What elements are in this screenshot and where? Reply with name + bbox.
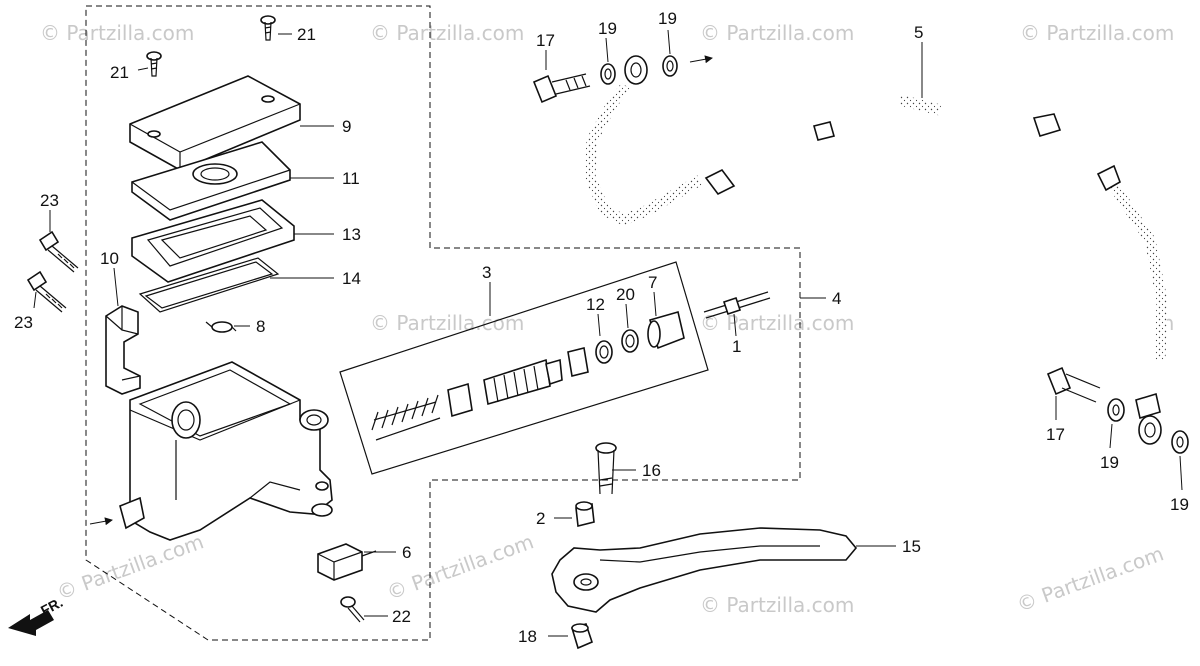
watermark: © Partzilla.com (370, 311, 524, 335)
callout-11: 11 (342, 169, 360, 188)
callout-labels: 21 21 9 11 13 14 8 10 23 23 3 12 20 7 4 … (14, 9, 1189, 646)
diaphragm (131, 199, 295, 283)
callout-17: 17 (1046, 425, 1065, 444)
callout-19: 19 (1100, 453, 1119, 472)
piston-set-frame (339, 261, 709, 475)
callout-1: 1 (732, 337, 741, 356)
piston-cup (447, 382, 473, 418)
sealing-washer (1107, 398, 1125, 422)
callout-22: 22 (392, 607, 411, 626)
diaphragm-plate (131, 141, 291, 221)
sealing-washer-hole (1112, 404, 1120, 416)
callout-7: 7 (648, 273, 657, 292)
piston (483, 358, 563, 406)
screw-21-top (260, 15, 276, 41)
master-cylinder-body (119, 361, 333, 541)
push-rod (703, 291, 771, 319)
watermark: © Partzilla.com (1014, 541, 1167, 616)
callout-5: 5 (914, 23, 923, 42)
callout-23: 23 (14, 313, 33, 332)
watermark: © Partzilla.com (384, 529, 537, 604)
callout-20: 20 (616, 285, 635, 304)
clutch-lever (551, 527, 858, 613)
callout-8: 8 (256, 317, 265, 336)
callout-9: 9 (342, 117, 351, 136)
sealing-washer (1171, 430, 1189, 454)
sealing-washer-hole (604, 68, 612, 80)
sealing-washer (662, 55, 678, 77)
flow-arrow (689, 55, 713, 64)
clutch-switch (317, 543, 377, 581)
screw-22 (340, 596, 365, 623)
watermark: © Partzilla.com (370, 21, 524, 45)
callout-19: 19 (1170, 495, 1189, 514)
callout-21: 21 (297, 25, 316, 44)
callout-16: 16 (642, 461, 661, 480)
sealing-washer (600, 63, 616, 85)
watermark: © Partzilla.com (700, 21, 854, 45)
callout-19: 19 (598, 19, 617, 38)
callout-14: 14 (342, 269, 361, 288)
collar (575, 501, 595, 527)
callout-4: 4 (832, 289, 841, 308)
callout-6: 6 (402, 543, 411, 562)
sealing-washer-hole (1176, 436, 1184, 448)
callout-18: 18 (518, 627, 537, 646)
watermark: © Partzilla.com (40, 21, 194, 45)
front-indicator: FR. (8, 594, 65, 636)
banjo-fitting-upper (624, 55, 648, 85)
banjo-fitting-lower (1138, 415, 1162, 445)
watermark: © Partzilla.com (700, 593, 854, 617)
callout-12: 12 (586, 295, 605, 314)
callout-23: 23 (40, 191, 59, 210)
nut (571, 623, 593, 650)
clip (205, 321, 237, 333)
washer-set (567, 329, 639, 377)
gasket-plate (138, 257, 280, 313)
watermark: © Partzilla.com (54, 529, 207, 604)
banjo-bolt-lower (1046, 366, 1101, 403)
callout-2: 2 (536, 509, 545, 528)
pivot-bolt (595, 442, 617, 495)
callout-10: 10 (100, 249, 119, 268)
watermark: © Partzilla.com (1020, 21, 1174, 45)
watermark: © Partzilla.com (700, 311, 854, 335)
leader-lines (33, 29, 1183, 637)
callout-17: 17 (536, 31, 555, 50)
sealing-washer-hole (666, 60, 674, 72)
spring (371, 394, 441, 441)
callout-3: 3 (482, 263, 491, 282)
callout-13: 13 (342, 225, 361, 244)
callout-21: 21 (110, 63, 129, 82)
callout-19: 19 (658, 9, 677, 28)
boot (647, 310, 685, 350)
flow-arrow (89, 517, 113, 526)
assembly-outline (85, 5, 801, 641)
holder (105, 305, 141, 395)
callout-15: 15 (902, 537, 921, 556)
bolt-23-lower (26, 270, 67, 313)
screw-21-lower (146, 51, 162, 77)
bolt-23-upper (38, 230, 79, 273)
clutch-hose (584, 82, 1168, 420)
banjo-bolt-upper (532, 73, 591, 104)
